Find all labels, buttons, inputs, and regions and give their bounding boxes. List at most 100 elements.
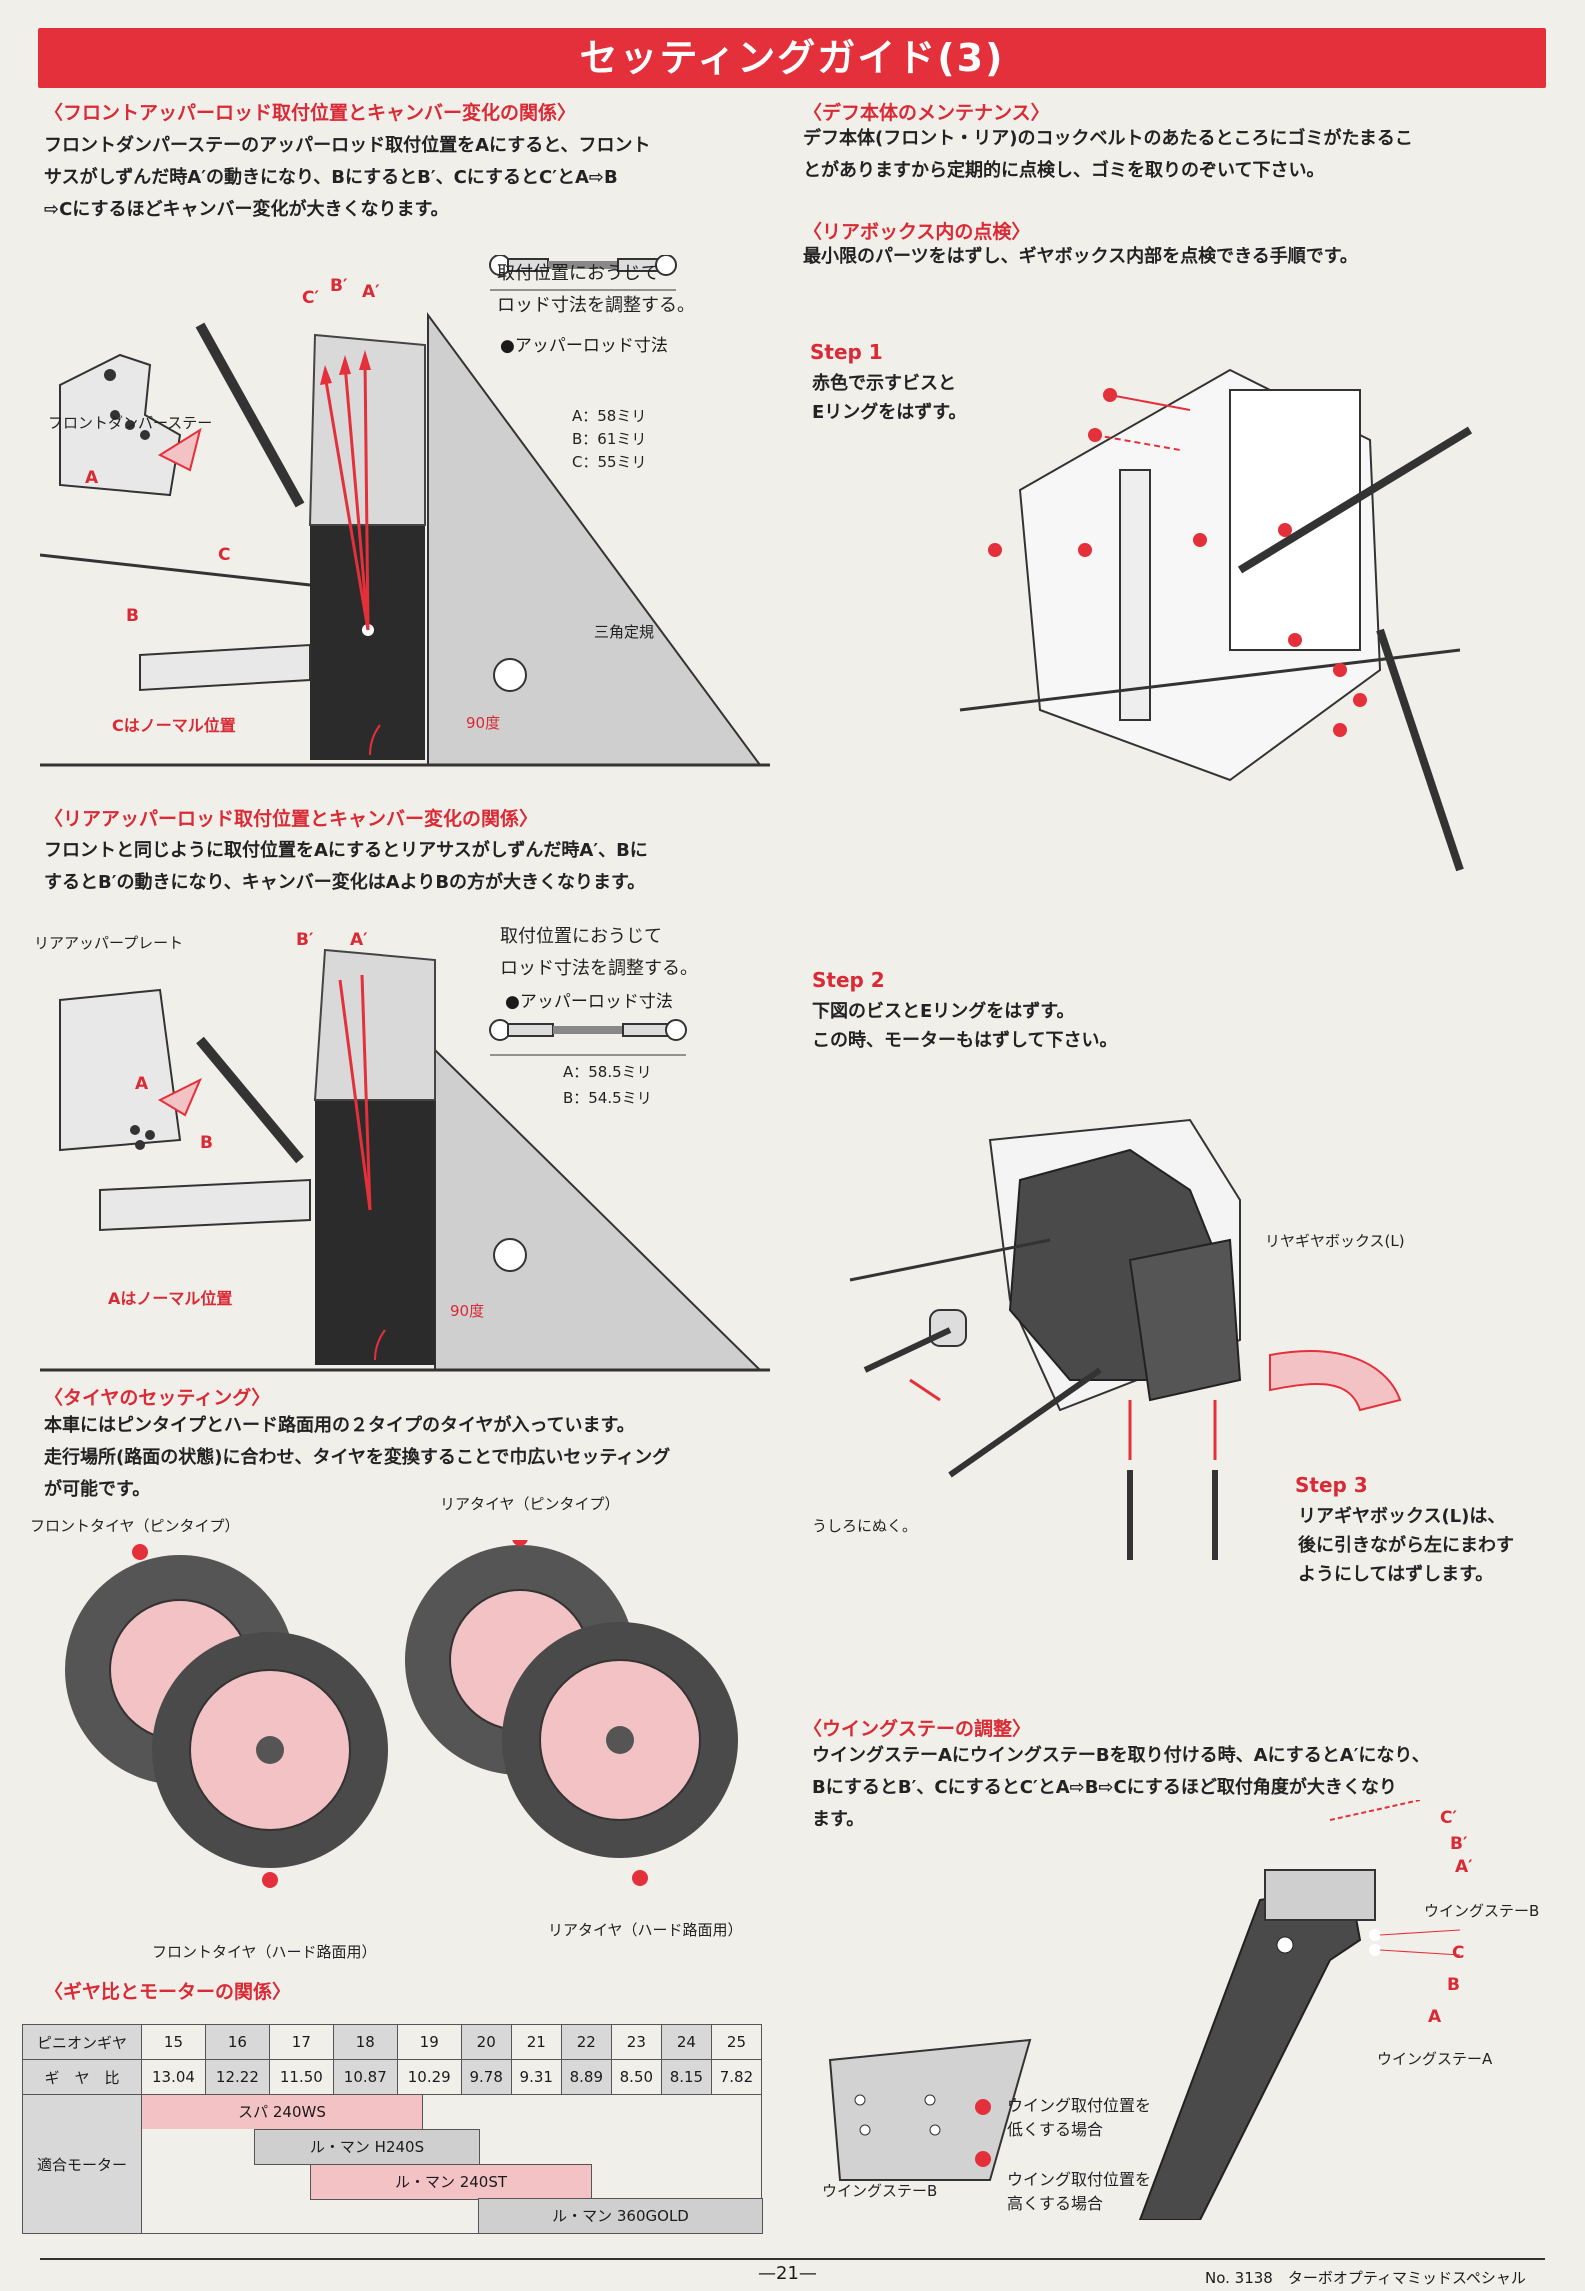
step1-title: Step 1 — [810, 340, 883, 364]
front-label-c2: C′ — [302, 288, 319, 308]
rear-rod-size-b: B：54.5ミリ — [563, 1089, 652, 1107]
rear-label-a2: A′ — [350, 930, 368, 950]
pinion-cell: 25 — [710, 2024, 763, 2060]
ratio-cell: 8.15 — [660, 2059, 712, 2095]
pinion-cell: 17 — [268, 2024, 334, 2060]
step1-text: 赤色で示すビスと Eリングをはずす。 — [812, 373, 967, 423]
rear-normal-label: Aはノーマル位置 — [108, 1289, 233, 1308]
front-label-a: A — [85, 468, 99, 488]
footer-line — [40, 2258, 1545, 2260]
ratio-cell: 10.29 — [396, 2059, 462, 2095]
diff-text: デフ本体(フロント・リア)のコックベルトのあたるところにゴミがたまるこ とがあり… — [803, 128, 1413, 181]
front-pin-tire-label: フロントタイヤ（ピンタイプ） — [30, 1517, 240, 1535]
step2-text: 下図のビスとEリングをはずす。 この時、モーターもはずして下さい。 — [812, 1001, 1118, 1051]
pinion-cell: 23 — [610, 2024, 662, 2060]
triangle-label: 三角定規 — [594, 623, 655, 641]
front-label-b: B — [126, 606, 139, 626]
pull-out-label: うしろにぬく。 — [812, 1517, 918, 1535]
rear-text: フロントと同じように取付位置をAにするとリアサスがしずんだ時A′、Bに するとB… — [44, 840, 648, 893]
step3-text: リアギヤボックス(L)は、 後に引きながら左にまわす ようにしてはずします。 — [1298, 1506, 1514, 1585]
front-text: フロントダンパーステーのアッパーロッド取付位置をAにすると、フロント サスがしず… — [44, 135, 651, 220]
rear-plate-label: リアアッパープレート — [34, 934, 184, 952]
front-rod-size-b: B：61ミリ — [572, 430, 647, 448]
pinion-cell: 22 — [560, 2024, 612, 2060]
model-name: No. 3138 ターボオプティマミッドスペシャル — [1205, 2269, 1526, 2287]
motor-bar-4: ル・マン 360GOLD — [478, 2198, 763, 2234]
gear-heading: 〈ギヤ比とモーターの関係〉 — [44, 1981, 292, 2003]
step2-figure — [849, 1118, 1402, 1560]
front-label-c: C — [218, 545, 231, 565]
front-angle-label: 90度 — [466, 714, 501, 732]
wing-higher-label: ウイング取付位置を 高くする場合 — [1007, 2170, 1152, 2213]
pinion-cell: 21 — [510, 2024, 562, 2060]
wing-stay-a-label: ウイングステーA — [1377, 2050, 1493, 2068]
front-note: 取付位置におうじて ロッド寸法を調整する。 — [497, 263, 695, 316]
gear-table: ピニオンギヤ 15 16 17 18 19 20 21 22 23 24 25 … — [22, 2024, 763, 2234]
ratio-cell: 11.50 — [268, 2059, 334, 2095]
ratio-cell: 10.87 — [332, 2059, 398, 2095]
gearbox-heading: 〈リアボックス内の点検〉 — [803, 221, 1031, 243]
wing-label-a: A — [1428, 2007, 1442, 2027]
tire-text: 本車にはピンタイプとハード路面用の２タイプのタイヤが入っています。 走行場所(路… — [44, 1415, 671, 1500]
rear-note: 取付位置におうじて ロッド寸法を調整する。 — [500, 926, 698, 979]
motor-bar-1: スパ 240WS — [142, 2095, 423, 2129]
step1-figure — [959, 368, 1473, 872]
front-heading: 〈フロントアッパーロッド取付位置とキャンバー変化の関係〉 — [44, 102, 577, 124]
rear-rod-label: ●アッパーロッド寸法 — [505, 992, 673, 1012]
wing-label-c2: C′ — [1440, 1808, 1457, 1828]
ratio-cell: 12.22 — [204, 2059, 270, 2095]
wing-heading: 〈ウイングステーの調整〉 — [803, 1718, 1032, 1740]
step3-title: Step 3 — [1295, 1473, 1368, 1497]
pinion-cell: 16 — [204, 2024, 270, 2060]
rear-pin-tire-label: リアタイヤ（ピンタイプ） — [440, 1495, 620, 1513]
pinion-cell: 19 — [396, 2024, 462, 2060]
pinion-cell: 18 — [332, 2024, 398, 2060]
wing-lower-label: ウイング取付位置を 低くする場合 — [1007, 2096, 1152, 2139]
rear-camber-figure — [40, 948, 770, 1372]
pinion-row: ピニオンギヤ 15 16 17 18 19 20 21 22 23 24 25 — [22, 2024, 763, 2060]
ratio-cell: 9.31 — [510, 2059, 562, 2095]
tire-heading: 〈タイヤのセッティング〉 — [44, 1387, 271, 1409]
front-label-b2: B′ — [330, 276, 348, 296]
wing-label-b: B — [1447, 1975, 1460, 1995]
page-title: セッティングガイド(3) — [579, 36, 1005, 80]
wing-label-a2: A′ — [1455, 1857, 1473, 1877]
rear-label-b2: B′ — [296, 930, 314, 950]
gearbox-text: 最小限のパーツをはずし、ギヤボックス内部を点検できる手順です。 — [803, 246, 1358, 267]
ratio-label: ギ ヤ 比 — [22, 2059, 142, 2095]
ratio-cell: 8.89 — [560, 2059, 612, 2095]
motor-bars: スパ 240WS ル・マン H240S ル・マン 240ST ル・マン 360G… — [141, 2094, 763, 2234]
motor-label: 適合モーター — [22, 2094, 142, 2234]
wing-figure — [828, 1800, 1461, 2220]
rear-angle-label: 90度 — [450, 1302, 485, 1320]
motor-bar-2: ル・マン H240S — [254, 2129, 480, 2165]
pinion-cell: 20 — [460, 2024, 512, 2060]
ratio-cell: 8.50 — [610, 2059, 662, 2095]
pinion-cell: 15 — [141, 2024, 206, 2060]
pinion-cell: 24 — [660, 2024, 712, 2060]
gearbox-l-label: リヤギヤボックス(L) — [1265, 1232, 1405, 1250]
rear-heading: 〈リアアッパーロッド取付位置とキャンバー変化の関係〉 — [44, 808, 539, 830]
ratio-cell: 13.04 — [141, 2059, 206, 2095]
wing-stay-b-label: ウイングステーB — [1424, 1902, 1540, 1920]
front-stay-label: フロントダンパーステー — [48, 414, 213, 432]
front-label-a2: A′ — [362, 282, 380, 302]
page-number: —21— — [758, 2263, 817, 2284]
front-hard-tire-label: フロントタイヤ（ハード路面用） — [152, 1943, 377, 1961]
step2-title: Step 2 — [812, 968, 885, 992]
title-bar: セッティングガイド(3) — [38, 28, 1546, 88]
ratio-row: ギ ヤ 比 13.04 12.22 11.50 10.87 10.29 9.78… — [22, 2059, 763, 2095]
diff-heading: 〈デフ本体のメンテナンス〉 — [803, 102, 1050, 124]
front-rod-size-a: A：58ミリ — [572, 407, 647, 425]
front-camber-figure — [40, 255, 770, 767]
rear-label-b: B — [200, 1133, 213, 1153]
front-normal-label: Cはノーマル位置 — [112, 716, 236, 735]
motor-bar-3: ル・マン 240ST — [310, 2164, 592, 2200]
wing-label-b2: B′ — [1450, 1834, 1468, 1854]
front-rod-label: ●アッパーロッド寸法 — [500, 336, 668, 356]
pinion-label: ピニオンギヤ — [22, 2024, 142, 2060]
rear-label-a: A — [135, 1074, 149, 1094]
motor-row: 適合モーター スパ 240WS ル・マン H240S ル・マン 240ST ル・… — [22, 2094, 763, 2234]
wing-text: ウイングステーAにウイングステーBを取り付ける時、AにするとA′になり、 Bにす… — [812, 1745, 1430, 1830]
front-rod-size-c: C：55ミリ — [572, 453, 647, 471]
